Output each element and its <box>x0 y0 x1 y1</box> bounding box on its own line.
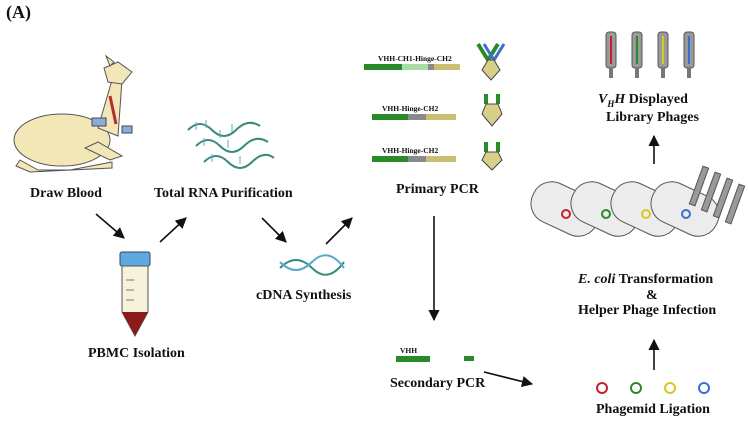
label-transformation-rest: Transformation <box>615 272 714 287</box>
antibody-icon-hcab-1 <box>481 94 503 127</box>
fragment-label-3: VHH-Hinge-CH2 <box>382 146 439 155</box>
label-primary-pcr: Primary PCR <box>396 182 479 197</box>
arrow-secondary-to-ligation <box>483 371 534 387</box>
rna-strands-icon <box>187 120 275 169</box>
arrow-blood-to-pbmc <box>95 213 125 239</box>
pbmc-tube-icon <box>119 251 151 338</box>
label-pbmc: PBMC Isolation <box>88 346 185 361</box>
label-library-phages: Library Phages <box>606 110 699 125</box>
fragment-bar-4 <box>396 356 474 362</box>
fragment-label-4: VHH <box>400 346 418 355</box>
label-vhh-sub: H <box>607 98 615 109</box>
arrow-cdna-to-pcr <box>325 217 353 245</box>
label-secondary-pcr: Secondary PCR <box>390 376 486 391</box>
phagemid-circles-icon <box>596 382 710 394</box>
fragment-label-2: VHH-Hinge-CH2 <box>382 104 439 113</box>
label-total-rna: Total RNA Purification <box>154 186 293 201</box>
label-vhh-h: H <box>614 92 626 107</box>
label-draw-blood: Draw Blood <box>30 186 102 201</box>
cdna-helix-icon <box>279 254 345 276</box>
label-cdna: cDNA Synthesis <box>256 288 352 303</box>
antibody-icon-hcab-2 <box>481 142 503 171</box>
llama-illustration <box>13 54 133 173</box>
label-helper-phage: Helper Phage Infection <box>578 303 717 318</box>
label-transformation: E. coli Transformation <box>578 272 713 288</box>
fragment-bar-1 <box>364 64 460 70</box>
library-phages-icon <box>605 31 695 78</box>
arrow-pbmc-to-rna <box>159 217 187 243</box>
panel-label: (A) <box>6 2 31 22</box>
helper-phages-icon <box>688 165 746 225</box>
label-ampersand: & <box>646 288 658 303</box>
arrow-rna-to-cdna <box>261 217 287 243</box>
ecoli-cells-icon <box>530 181 720 237</box>
label-vhh-rest: Displayed <box>625 92 688 107</box>
label-vhh-displayed: VHH Displayed <box>598 92 688 109</box>
label-ecoli: E. coli <box>578 272 616 287</box>
label-vhh-v: V <box>598 92 608 107</box>
fragment-label-1: VHH-CH1-Hinge-CH2 <box>378 54 452 63</box>
label-phagemid: Phagemid Ligation <box>596 402 710 417</box>
fragment-bar-2 <box>372 114 456 120</box>
antibody-icon-conventional <box>476 42 506 81</box>
fragment-bar-3 <box>372 156 456 162</box>
